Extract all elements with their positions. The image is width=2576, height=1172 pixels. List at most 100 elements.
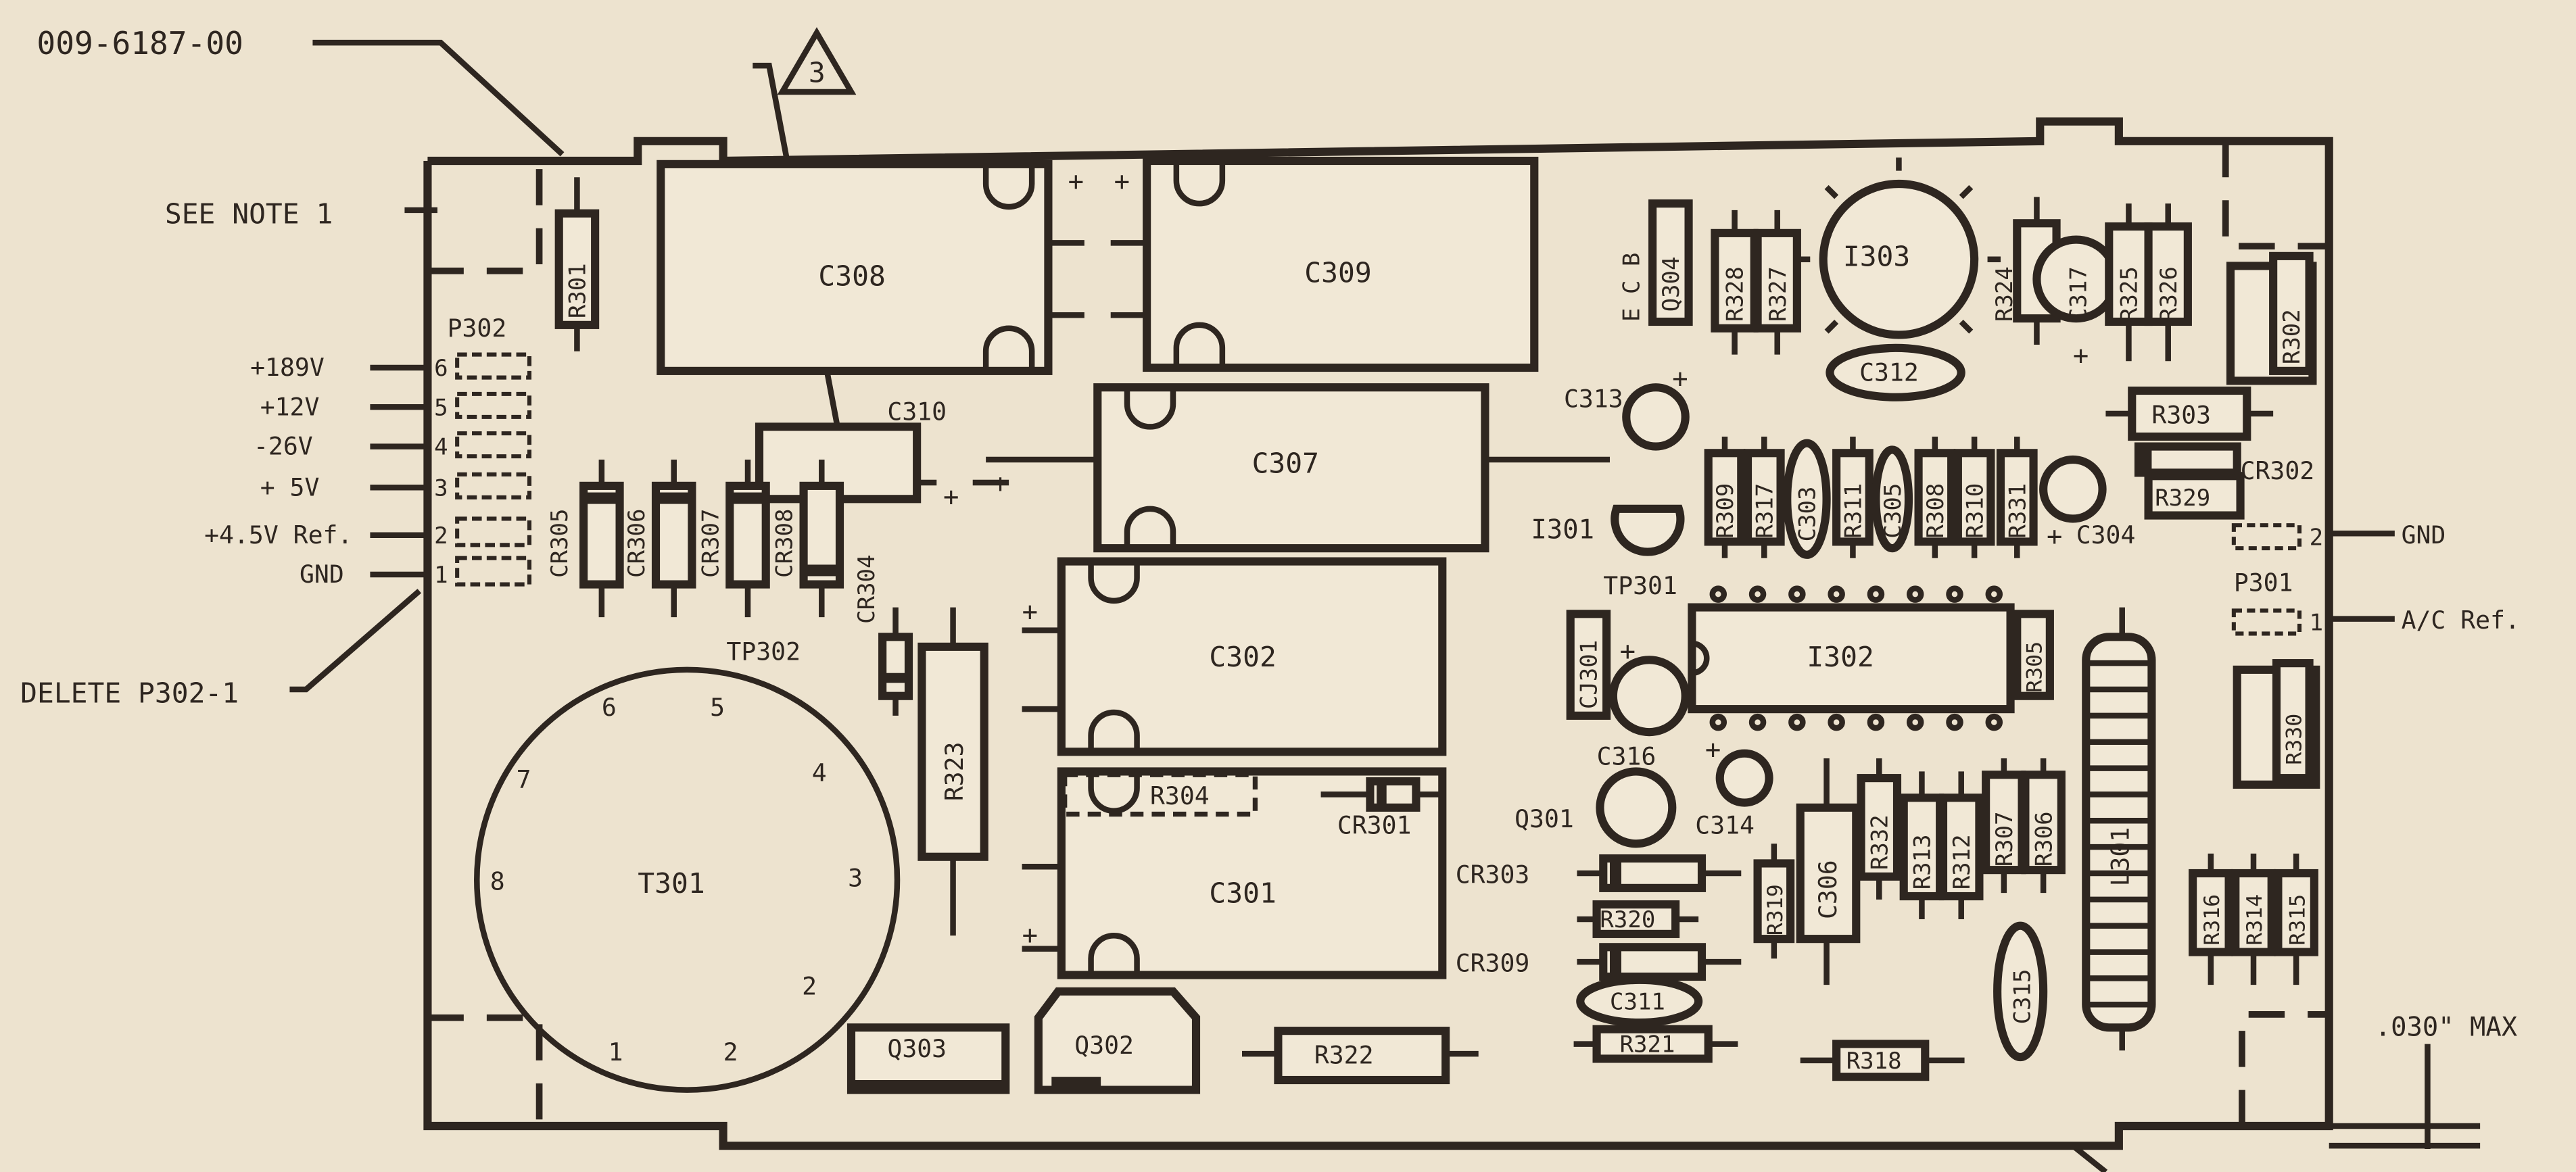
diode-cr301: CR301 (1320, 777, 1446, 840)
potentiometer-r302: R302 (2226, 251, 2317, 385)
c303-label: C303 (1794, 487, 1821, 542)
c301-plus: + (1022, 920, 1038, 950)
capacitor-c310: C310 + + (755, 397, 1009, 512)
connector-p301: 2 1 P301 GND A/C Ref. (2231, 520, 2520, 637)
resistor-r309: R309 (1704, 437, 1746, 558)
diode-cr308: CR308 (771, 460, 844, 618)
t301-pin-2a: 2 (802, 972, 817, 1001)
capacitor-c313: C313 + (1564, 364, 1690, 451)
t301-pin-1: 1 (609, 1037, 623, 1067)
c314-plus: + (1705, 735, 1721, 765)
ic-i301: I301 (1531, 504, 1685, 556)
revision-triangle-icon (777, 27, 857, 95)
resistor-r310: R310 (1953, 437, 1995, 558)
potentiometer-r330: R330 (2233, 659, 2320, 789)
diode-cr302: CR302 (2134, 442, 2315, 485)
l301-label: L301 (2105, 827, 2134, 887)
small-diode-near-tp302 (878, 607, 913, 716)
resistor-r322: R322 (1241, 1027, 1479, 1085)
capacitor-cj301: CJ301 (1566, 610, 1611, 720)
resistor-r331: R331 (1996, 437, 2038, 558)
r325-label: R325 (2116, 266, 2143, 322)
r303-label: R303 (2151, 401, 2211, 430)
ic-i302: I302 (1688, 585, 2015, 731)
p301-pin-1: 1 (2310, 610, 2323, 637)
cr308-label: CR308 (771, 508, 798, 577)
capacitor-c306: C306 (1796, 758, 1861, 985)
r317-label: R317 (1751, 483, 1778, 539)
resistor-r312: R312 (1938, 771, 1984, 919)
r302-label: R302 (2279, 309, 2306, 364)
q301-label: Q301 (1514, 804, 1574, 833)
c311-label: C311 (1610, 989, 1665, 1016)
cj301-label: CJ301 (1576, 640, 1603, 709)
c304-plus: + (2047, 521, 2062, 552)
diode-cr305: CR305 (546, 460, 624, 618)
resistor-r328: R328 (1711, 210, 1759, 355)
r304-label: R304 (1150, 781, 1210, 810)
r310-label: R310 (1961, 483, 1988, 539)
inductor-l301: L301 (2082, 607, 2156, 1051)
resistor-r321: R321 (1573, 1025, 1738, 1063)
c315-label: C315 (2009, 969, 2036, 1025)
c301-label: C301 (1209, 877, 1276, 910)
ecb-label: E C B (1619, 253, 1646, 322)
t301-pin-5: 5 (710, 693, 725, 722)
t301-pin-2b: 2 (723, 1037, 738, 1067)
tp301-label: TP301 (1603, 571, 1677, 600)
resistor-r315: R315 (2274, 853, 2318, 985)
p301-label: P301 (2234, 568, 2293, 597)
cr306-label: CR306 (623, 508, 650, 577)
c308-label: C308 (818, 260, 885, 293)
ic-i303: I303 (1796, 157, 2001, 339)
resistor-r306: R306 (2021, 758, 2066, 894)
c304-label: C304 (2076, 520, 2136, 550)
cr304-label: CR304 (853, 554, 880, 623)
transistor-q304: Q304 (1648, 199, 1693, 326)
r308-label: R308 (1922, 483, 1949, 539)
resistor-r314: R314 (2231, 853, 2276, 985)
c309-plus: + (1114, 167, 1130, 197)
resistor-r307: R307 (1982, 758, 2026, 894)
p302-pin-5: 5 (434, 394, 448, 421)
t301-pin-7: 7 (517, 765, 531, 794)
p302-voltage-5: +12V (260, 392, 320, 421)
r318-bottom-label: R318 (1846, 1048, 1902, 1075)
c307-label: C307 (1252, 447, 1319, 479)
clearance-note: .030" MAX (2375, 1012, 2518, 1042)
resistor-r320: R320 (1577, 900, 1699, 938)
c302-label: C302 (1209, 641, 1276, 673)
r324-label: R324 (1991, 266, 2018, 322)
p302-voltage-4: -26V (254, 432, 313, 461)
capacitor-c305: C305 (1871, 445, 1913, 553)
r319-label: R319 (1763, 884, 1788, 935)
r309-label: R309 (1712, 483, 1739, 539)
i301-label: I301 (1531, 515, 1594, 545)
r320-label: R320 (1600, 906, 1655, 933)
cr302-label: CR302 (2241, 456, 2315, 485)
c316-plus: + (1620, 636, 1636, 666)
capacitor-c307: C307 (986, 383, 1610, 553)
c310-plus-b: + (993, 469, 1008, 499)
cr303-label: CR303 (1456, 860, 1530, 889)
resistor-r303: R303 (2105, 386, 2274, 441)
delete-note: DELETE P302-1 (20, 677, 239, 709)
r329-label: R329 (2155, 485, 2210, 512)
resistor-r318-bottom: R318 (1800, 1040, 1965, 1081)
diode-cr309: CR309 (1456, 943, 1742, 981)
t301-pin-8: 8 (490, 866, 505, 896)
board-outline (423, 117, 2333, 1150)
see-note: SEE NOTE 1 (165, 197, 333, 230)
capacitor-c304: + C304 (2039, 455, 2136, 552)
transformer-t301: T301 6 5 4 3 2 2 1 8 7 (474, 666, 901, 1093)
tp302-label: TP302 (726, 637, 801, 666)
t301-label: T301 (638, 867, 705, 900)
r331-label: R331 (2004, 483, 2031, 539)
transistor-q302: Q302 (1034, 987, 1201, 1094)
p301-signal-gnd: GND (2402, 520, 2446, 550)
r307-label: R307 (1991, 811, 2018, 866)
c309-label: C309 (1304, 257, 1371, 289)
r326-label: R326 (2155, 266, 2183, 322)
p302-voltage-3: + 5V (260, 472, 320, 502)
